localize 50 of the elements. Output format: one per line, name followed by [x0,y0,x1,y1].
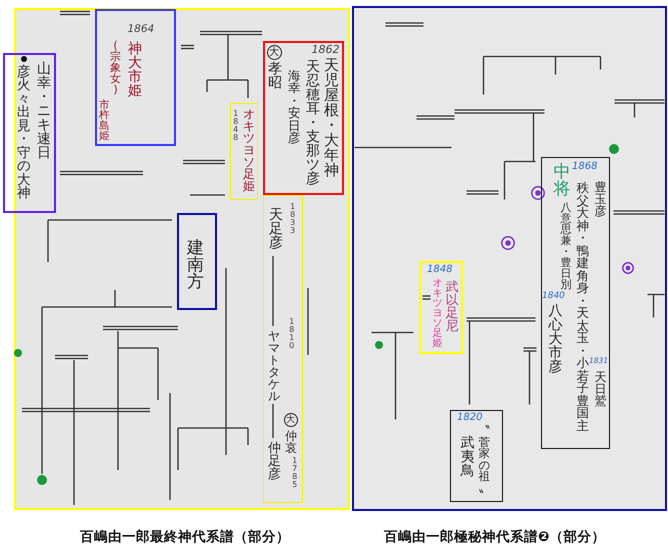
handwritten-name: 天足彦 [268,208,284,250]
handwritten-name: ヤマトタケル [268,330,280,402]
circled-mark: 大 [284,412,298,426]
handwritten-name: 海幸・安日彦 [288,70,301,144]
handwritten-name: オキツヨソ足姫 [242,108,256,192]
highlight-frame [95,9,176,146]
handwritten-name: 天日鷲 [594,371,607,407]
highlight-frame [540,156,610,448]
handwritten-note: (宗象女) [110,40,122,94]
handwritten-name: 仲哀 [284,430,298,454]
handwritten-name: オキツヨソ足姫 [432,279,443,349]
handwritten-name: 武夷鳥 [460,436,475,478]
highlight-frame [263,41,344,195]
handwritten-name: 武以足尼 [445,281,459,333]
handwritten-name: 建南方 [186,240,204,290]
handwritten-name: 市杵島姫 [98,100,110,142]
scanned-chart [14,8,350,510]
handwritten-name: 八心大市彦 [548,304,563,374]
panel-caption: 百嶋由一郎最終神代系譜（部分） [80,529,290,546]
highlight-frame [230,103,258,200]
handwritten-name: 天児屋根・大年神 [324,58,340,178]
highlight-frame [263,195,303,503]
year-label: 1868 [572,162,598,172]
handwritten-name: 神大市姫 [128,42,142,98]
handwritten-name: 天忍穂耳・支那ツ彦 [306,60,320,186]
year-label: 1848 [232,110,239,142]
circled-mark: 大 [266,44,282,60]
scanned-chart [352,6,667,511]
handwritten-name: 秩父大神・鴨建角身・天太玉・小若子豊国主 [576,182,590,432]
handwritten-note: 〝菅家の祖〟 [478,425,490,494]
handwritten-name: 豊玉彦 [594,181,607,217]
year-label: 1785 [292,456,298,488]
year-label: 1833 [290,202,296,234]
handwritten-name: 中将 [553,164,571,198]
highlight-frame [450,410,502,502]
highlight-frame [418,260,462,354]
year-label: 1862 [312,44,340,54]
handwritten-name: 八意思兼・豊日別 [560,202,572,290]
year-label: 1864 [128,24,154,34]
handwritten-name: 山幸・ニキ速日 [36,62,52,160]
year-label: 1848 [427,265,452,275]
highlight-frame [177,213,217,310]
year-label: 1840 [542,292,565,301]
handwritten-name: 孝昭 [268,62,282,90]
year-label: 1820 [457,413,482,423]
handwritten-name: 彦火々出見・守の大神 [16,66,31,200]
panel-caption: 百嶋由一郎極秘神代系譜❷（部分） [384,529,606,546]
highlight-frame [3,53,56,213]
year-label: 1810 [288,318,295,350]
handwritten-name: 仲足彦 [268,442,282,480]
